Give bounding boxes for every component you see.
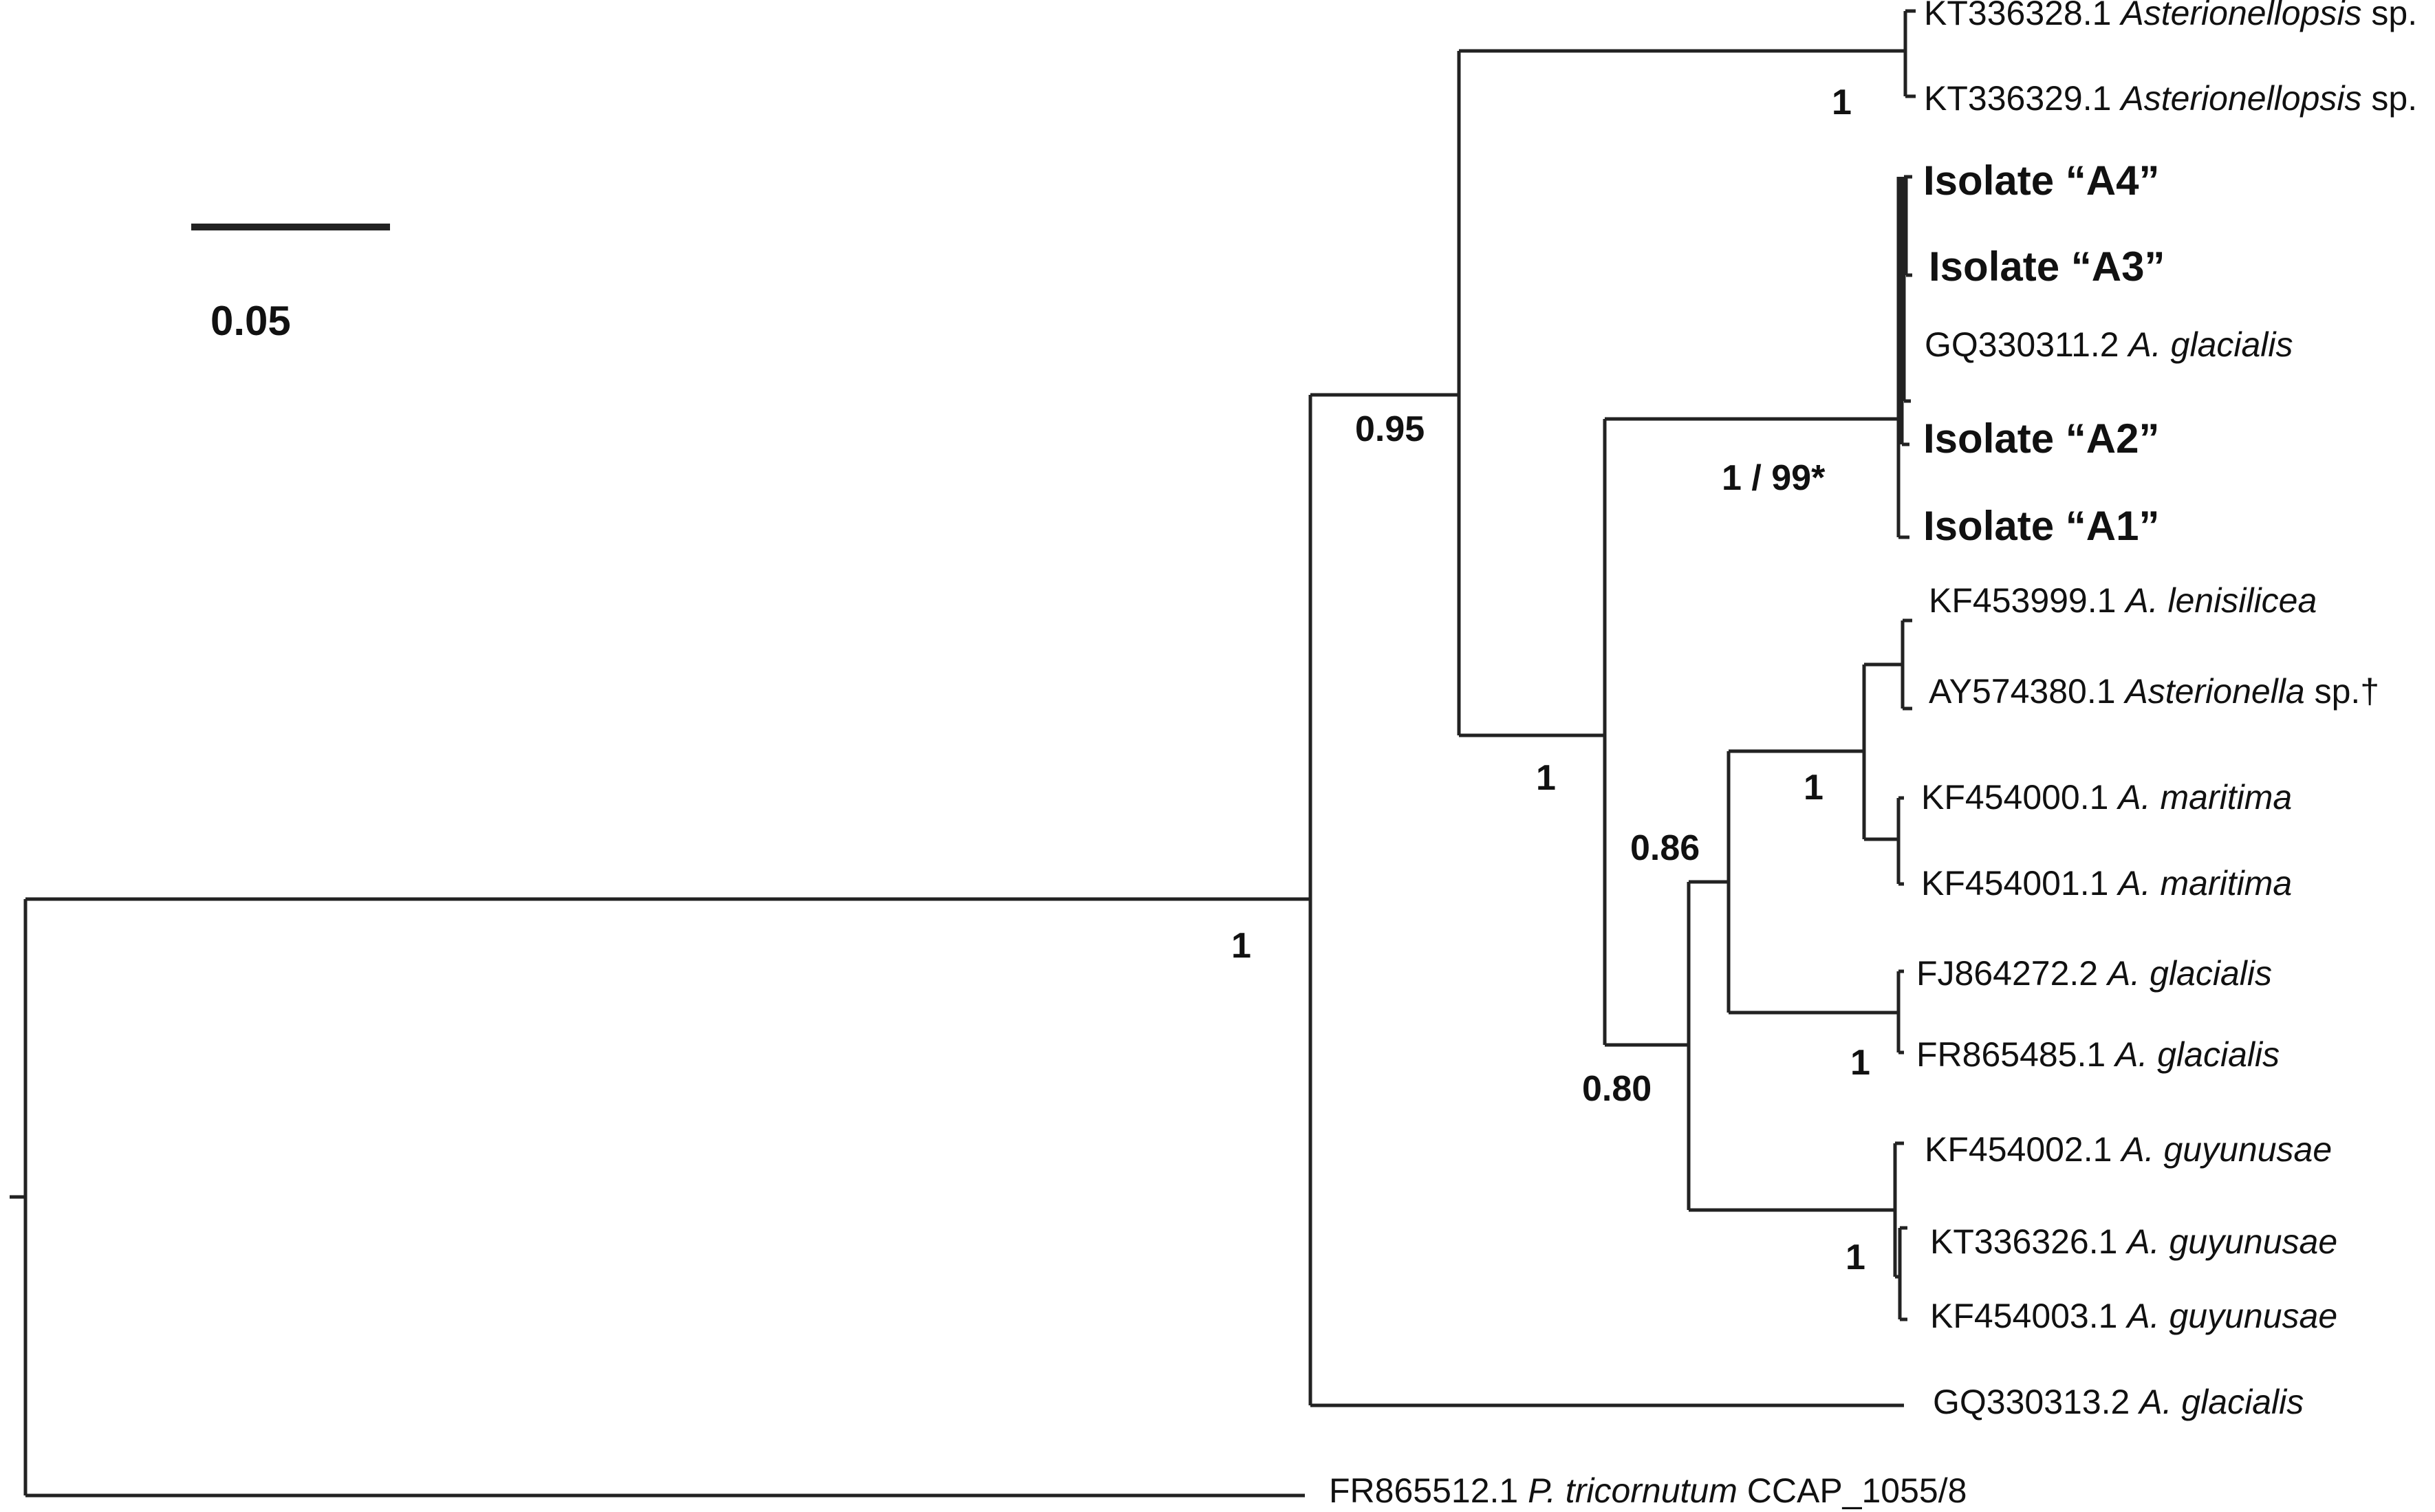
tip-kf454000: KF454000.1 A. maritima — [1921, 778, 2292, 817]
tip-kf453999: KF453999.1 A. lenisilicea — [1929, 581, 2317, 620]
support-isolates: 1 / 99* — [1722, 458, 1826, 498]
support-glacialis-pair: 1 — [1850, 1043, 1870, 1083]
support-maritima: 1 — [1804, 768, 1823, 808]
support-node-1-ingroup: 1 — [1536, 758, 1556, 798]
tip-isolate-a3: Isolate “A3” — [1929, 244, 2165, 290]
support-node-086: 0.86 — [1630, 828, 1700, 868]
support-node-080: 0.80 — [1582, 1069, 1652, 1109]
tip-kf454002: KF454002.1 A. guyunusae — [1925, 1130, 2332, 1169]
tip-isolate-a2: Isolate “A2” — [1923, 415, 2159, 462]
tip-fr865512: FR865512.1 P. tricornutum CCAP_1055/8 — [1329, 1471, 1967, 1510]
support-asterionellopsis: 1 — [1832, 83, 1852, 122]
tip-kt336329: KT336329.1 Asterionellopsis sp. — [1924, 79, 2417, 118]
support-node-1-root: 1 — [1231, 926, 1251, 966]
tip-isolate-a4: Isolate “A4” — [1923, 158, 2159, 204]
tip-isolate-a1: Isolate “A1” — [1923, 503, 2159, 549]
tip-kt336326: KT336326.1 A. guyunusae — [1930, 1222, 2337, 1261]
tip-ay574380: AY574380.1 Asterionella sp.† — [1929, 672, 2379, 711]
support-values: 1 1 / 99* 0.95 1 1 0.86 1 0.80 1 1 — [1231, 83, 1870, 1277]
tip-kf454001: KF454001.1 A. maritima — [1921, 864, 2292, 903]
tree-branches — [10, 9, 1916, 1498]
support-guyunusae: 1 — [1846, 1238, 1865, 1277]
tip-kf454003: KF454003.1 A. guyunusae — [1930, 1297, 2337, 1335]
support-node-095: 0.95 — [1355, 409, 1425, 449]
tip-kt336328: KT336328.1 Asterionellopsis sp. — [1924, 0, 2417, 32]
tip-fj864272: FJ864272.2 A. glacialis — [1916, 954, 2272, 993]
tip-fr865485: FR865485.1 A. glacialis — [1916, 1035, 2280, 1074]
tip-gq330313: GQ330313.2 A. glacialis — [1933, 1383, 2304, 1421]
tip-gq330311: GQ330311.2 A. glacialis — [1925, 325, 2293, 364]
tip-labels: KT336328.1 Asterionellopsis sp. KT336329… — [1329, 0, 2417, 1510]
scale-bar-label: 0.05 — [210, 298, 291, 344]
